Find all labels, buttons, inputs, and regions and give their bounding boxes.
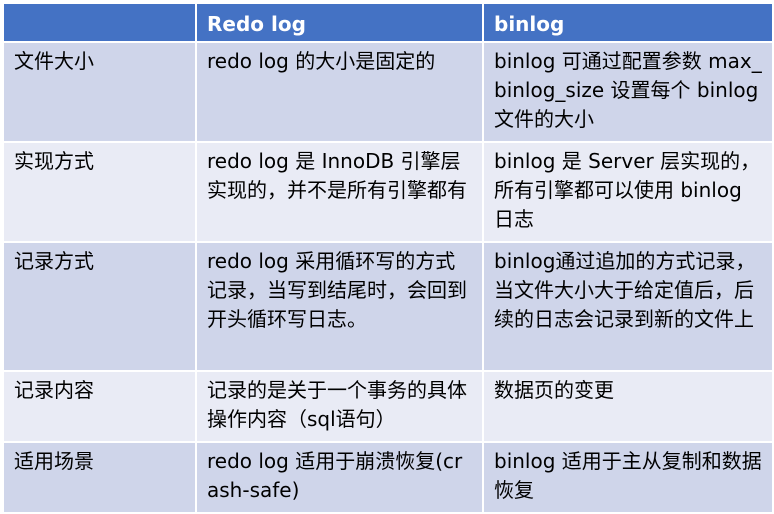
redo-log-cell: redo log 采用循环写的方式记录，当写到结尾时，会回到开头循环写日志。 — [195, 241, 484, 372]
header-cell-binlog: binlog — [482, 2, 774, 43]
binlog-cell: binlog 适用于主从复制和数据恢复 — [482, 441, 774, 514]
row-label: 记录内容 — [2, 370, 197, 443]
redo-log-cell: redo log 适用于崩溃恢复(crash-safe) — [195, 441, 484, 514]
row-label: 文件大小 — [2, 41, 197, 143]
binlog-cell: 数据页的变更 — [482, 370, 774, 443]
binlog-cell: binlog通过追加的方式记录，当文件大小大于给定值后，后续的日志会记录到新的文… — [482, 241, 774, 372]
binlog-cell: binlog 是 Server 层实现的，所有引擎都可以使用 binlog 日志 — [482, 141, 774, 243]
table-row: 实现方式 redo log 是 InnoDB 引擎层实现的，并不是所有引擎都有 … — [2, 141, 774, 243]
header-cell-aspect — [2, 2, 197, 43]
header-cell-redo-log: Redo log — [195, 2, 484, 43]
binlog-cell: binlog 可通过配置参数 max_binlog_size 设置每个 binl… — [482, 41, 774, 143]
table-row: 记录方式 redo log 采用循环写的方式记录，当写到结尾时，会回到开头循环写… — [2, 241, 774, 372]
table-row: 适用场景 redo log 适用于崩溃恢复(crash-safe) binlog… — [2, 441, 774, 514]
row-label: 适用场景 — [2, 441, 197, 514]
table-header-row: Redo log binlog — [2, 2, 774, 43]
row-label: 记录方式 — [2, 241, 197, 372]
row-label: 实现方式 — [2, 141, 197, 243]
redo-log-cell: 记录的是关于一个事务的具体操作内容（sql语句） — [195, 370, 484, 443]
redo-log-cell: redo log 的大小是固定的 — [195, 41, 484, 143]
table-row: 文件大小 redo log 的大小是固定的 binlog 可通过配置参数 max… — [2, 41, 774, 143]
table-row: 记录内容 记录的是关于一个事务的具体操作内容（sql语句） 数据页的变更 — [2, 370, 774, 443]
redo-log-cell: redo log 是 InnoDB 引擎层实现的，并不是所有引擎都有 — [195, 141, 484, 243]
